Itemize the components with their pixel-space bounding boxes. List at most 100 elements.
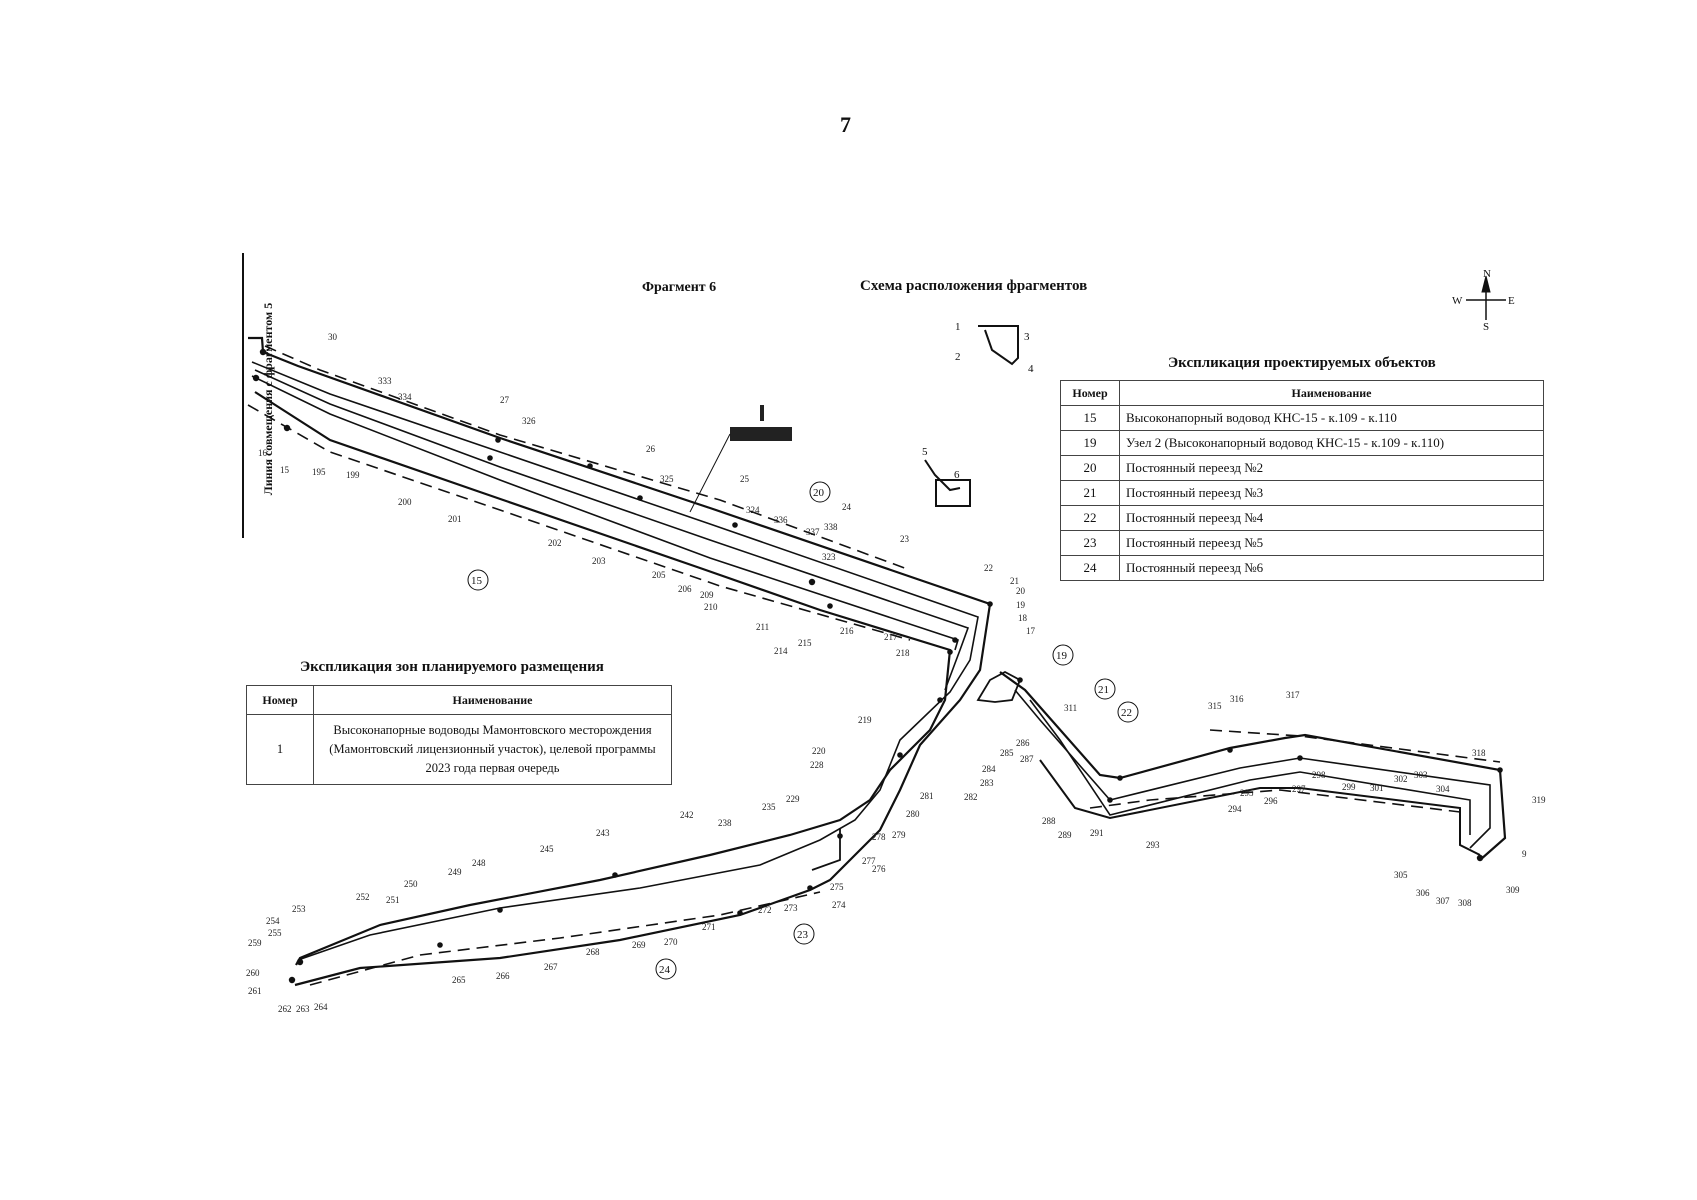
zone-boundary-south [247, 404, 911, 641]
pipeline-line-3 [254, 369, 970, 691]
scheme-number: 4 [1028, 363, 1034, 375]
point-label: 269 [632, 940, 646, 950]
vertex [612, 872, 618, 878]
point-label: 260 [246, 968, 260, 978]
point-label: 274 [832, 900, 846, 910]
row-number: 1 [246, 714, 314, 785]
point-label: 217 [884, 632, 898, 642]
zone-boundary-east-north [1209, 729, 1501, 763]
point-label: 216 [840, 626, 854, 636]
point-label: 245 [540, 844, 554, 854]
point-label: 199 [346, 470, 360, 480]
vertex [1497, 767, 1503, 773]
row-number: 24 [1060, 555, 1120, 581]
point-label: 287 [1020, 754, 1034, 764]
point-label: 19 [1016, 600, 1026, 610]
point-label: 251 [386, 895, 400, 905]
row-name: Высоконапорные водоводы Мамонтовского ме… [313, 714, 672, 785]
vertex [807, 885, 813, 891]
row-name: Постоянный переезд №4 [1119, 505, 1544, 531]
point-label: 228 [810, 760, 824, 770]
point-label: 280 [906, 809, 920, 819]
point-label: 304 [1436, 784, 1450, 794]
vertex [1017, 677, 1023, 683]
point-label: 315 [1208, 701, 1222, 711]
route-label-tick [760, 405, 764, 421]
vertex [487, 455, 493, 461]
pipeline-lower [254, 391, 952, 966]
point-label: 294 [1228, 804, 1242, 814]
point-label: 24 [842, 502, 852, 512]
zone-boundaries [247, 345, 1501, 986]
compass-west: W [1452, 295, 1463, 307]
point-label: 23 [900, 534, 910, 544]
zone-boundary-east-south [1089, 789, 1461, 813]
compass-north: N [1483, 268, 1491, 280]
column-header-number: Номер [246, 685, 314, 715]
point-label: 289 [1058, 830, 1072, 840]
point-label: 319 [1532, 795, 1546, 805]
point-label: 323 [822, 552, 836, 562]
point-label: 219 [858, 715, 872, 725]
point-label: 250 [404, 879, 418, 889]
vertex [296, 958, 304, 966]
point-label: 308 [1458, 898, 1472, 908]
point-label: 26 [646, 444, 656, 454]
vertex [437, 942, 443, 948]
row-number: 21 [1060, 480, 1120, 506]
row-name: Постоянный переезд №5 [1119, 530, 1544, 556]
pipeline-routes [248, 336, 1507, 987]
compass-east: E [1508, 295, 1515, 307]
vertex [259, 348, 267, 356]
vertex [252, 374, 260, 382]
vertex [837, 833, 843, 839]
pipeline-node-stub [811, 828, 841, 871]
table-header-row: Номер Наименование [246, 685, 672, 715]
column-header-name: Наименование [1119, 380, 1544, 406]
circled-label-15: 15 [471, 575, 483, 587]
point-label: 316 [1230, 694, 1244, 704]
point-label: 302 [1394, 774, 1408, 784]
point-label: 203 [592, 556, 606, 566]
point-label: 201 [448, 514, 462, 524]
pipeline-line-4 [251, 375, 959, 651]
point-label: 30 [328, 332, 338, 342]
point-label: 299 [1342, 782, 1356, 792]
zones-legend-title: Экспликация зон планируемого размещения [300, 659, 604, 675]
point-label: 16 [258, 448, 268, 458]
point-label: 235 [762, 802, 776, 812]
point-label: 338 [824, 522, 838, 532]
row-name: Постоянный переезд №3 [1119, 480, 1544, 506]
point-label: 306 [1416, 888, 1430, 898]
vertex [897, 752, 903, 758]
point-label: 243 [596, 828, 610, 838]
point-label: 259 [248, 938, 262, 948]
point-label: 229 [786, 794, 800, 804]
table-header-row: Номер Наименование [1060, 380, 1544, 406]
point-label: 242 [680, 810, 694, 820]
row-number: 20 [1060, 455, 1120, 481]
point-label: 248 [472, 858, 486, 868]
point-label: 293 [1146, 840, 1160, 850]
row-name: Постоянный переезд №2 [1119, 455, 1544, 481]
point-label: 205 [652, 570, 666, 580]
objects-legend-title: Экспликация проектируемых объектов [1168, 355, 1436, 371]
vertex [737, 910, 743, 916]
point-label: 20 [1016, 586, 1026, 596]
row-number: 23 [1060, 530, 1120, 556]
point-label: 15 [280, 465, 290, 475]
circled-label-23: 23 [797, 929, 809, 941]
point-label: 261 [248, 986, 262, 996]
circled-markers [467, 481, 1139, 980]
route-label-leader [689, 433, 731, 513]
route-label-box [730, 427, 792, 441]
point-label: 311 [1064, 703, 1077, 713]
point-label: 202 [548, 538, 562, 548]
alignment-line-label: Линия совмещения с фрагментом 5 [261, 302, 275, 496]
